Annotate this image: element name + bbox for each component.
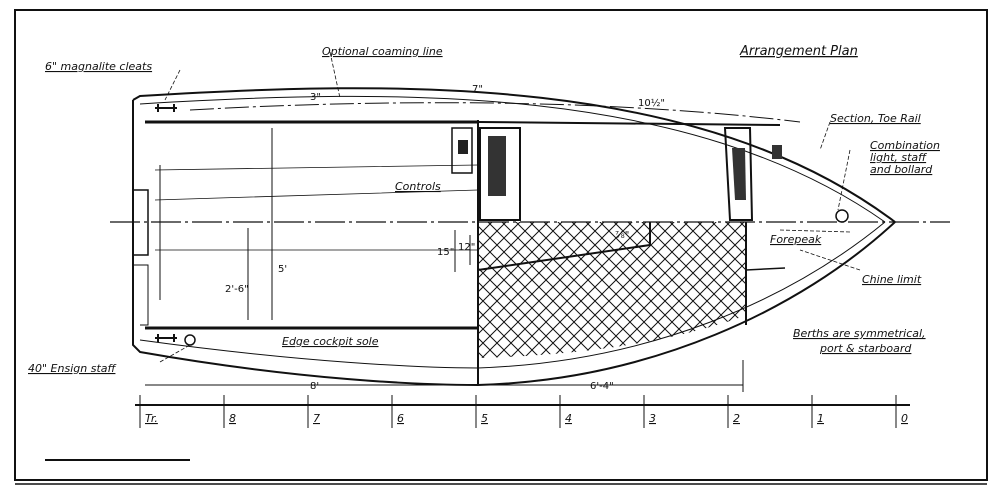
dim-3in: 3" [310,92,321,103]
label-forepeak: Forepeak [770,233,822,246]
station-label: 2 [733,412,740,425]
label-controls: Controls [395,180,441,193]
dim-6-4: 6'-4" [590,381,614,392]
label-berths-2: port & starboard [819,342,912,355]
bollard-icon [835,209,849,223]
controls-box [451,127,473,174]
dim-10-5in: 10½" [638,97,665,109]
label-combination-3: and bollard [870,163,933,176]
drawing-title: Arrangement Plan [739,44,858,59]
dim-5ft: 5' [278,264,287,275]
label-berths-1: Berths are symmetrical, [793,327,926,340]
station-label: Tr. [145,412,158,425]
label-ensign-staff: 40" Ensign staff [28,362,116,375]
station-label: 5 [481,412,488,425]
station-label: 7 [313,412,320,425]
dim-15in: 15" [437,247,454,258]
cabin-windows [451,127,754,221]
dim-8ft: 8' [310,381,319,392]
label-toe-rail: Section, Toe Rail [830,112,921,125]
label-chine-limit: Chine limit [862,273,922,286]
label-cleats: 6" magnalite cleats [45,60,152,73]
station-label: 8 [229,412,236,425]
cleat-icon [155,104,177,112]
berths-hatch [478,222,746,358]
station-label: 0 [901,412,908,425]
station-label: 3 [649,412,656,425]
dim-12in: 12" [458,242,475,253]
station-label: 6 [397,412,404,425]
label-coaming: Optional coaming line [322,45,443,58]
station-label: 4 [565,412,572,425]
drawing-border [14,9,988,481]
cleat-icon-port [155,334,177,342]
coaming-line [189,102,801,123]
station-line [135,395,910,428]
dim-7-8in: ⅞" [615,230,629,241]
dim-7in: 7" [472,84,483,95]
station-label: 1 [817,412,824,425]
toe-rail-section-icon [772,145,782,159]
label-combination-1: Combination [870,139,940,152]
label-combination-2: light, staff [870,151,927,164]
ensign-staff-icon [184,334,196,346]
dim-2-6: 2'-6" [225,284,249,295]
length-dimension [145,360,744,392]
label-cockpit-sole: Edge cockpit sole [282,335,379,348]
